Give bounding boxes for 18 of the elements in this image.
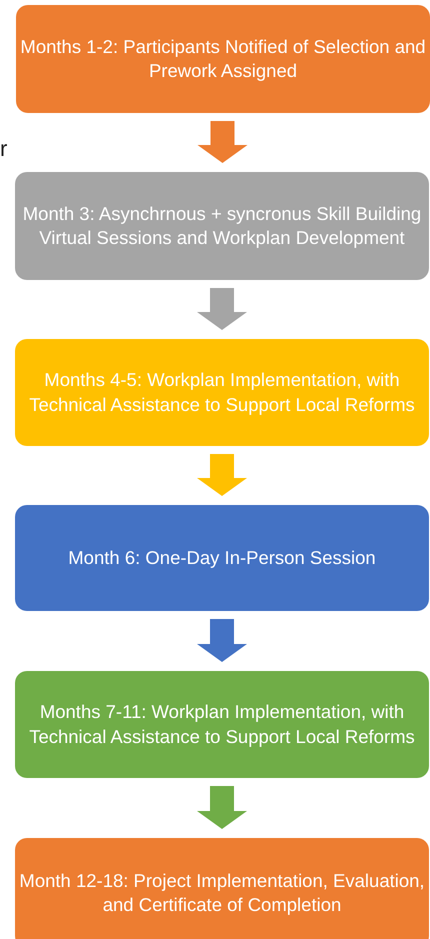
text-fragment: r (0, 136, 8, 162)
process-box (15, 838, 429, 939)
step-text: Month 3: Asynchrnous + syncronus Skill Building Virtual Sessions and Workplan Development (22, 202, 422, 250)
process-box (15, 505, 429, 611)
step-text: Month 6: One-Day In-Person Session (68, 546, 376, 570)
block-arrow (197, 454, 247, 496)
step-text: Month 12-18: Project Implementation, Evaluation, and Certificate of Completion (19, 868, 425, 917)
step-text: Months 4-5: Workplan Implementation, with Technical Assistance to Support Local Reforms (28, 368, 416, 417)
block-arrow (197, 619, 247, 662)
block-arrow (198, 121, 248, 163)
process-box (16, 5, 430, 113)
process-box (15, 172, 429, 280)
process-box (15, 671, 429, 778)
process-box (15, 339, 429, 446)
step-text: Months 1-2: Participants Notified of Selection and Prework Assigned (20, 34, 426, 83)
block-arrow (197, 288, 247, 330)
step-text: Months 7-11: Workplan Implementation, with Technical Assistance to Support Local Reforms (28, 700, 416, 749)
block-arrow (197, 786, 247, 829)
